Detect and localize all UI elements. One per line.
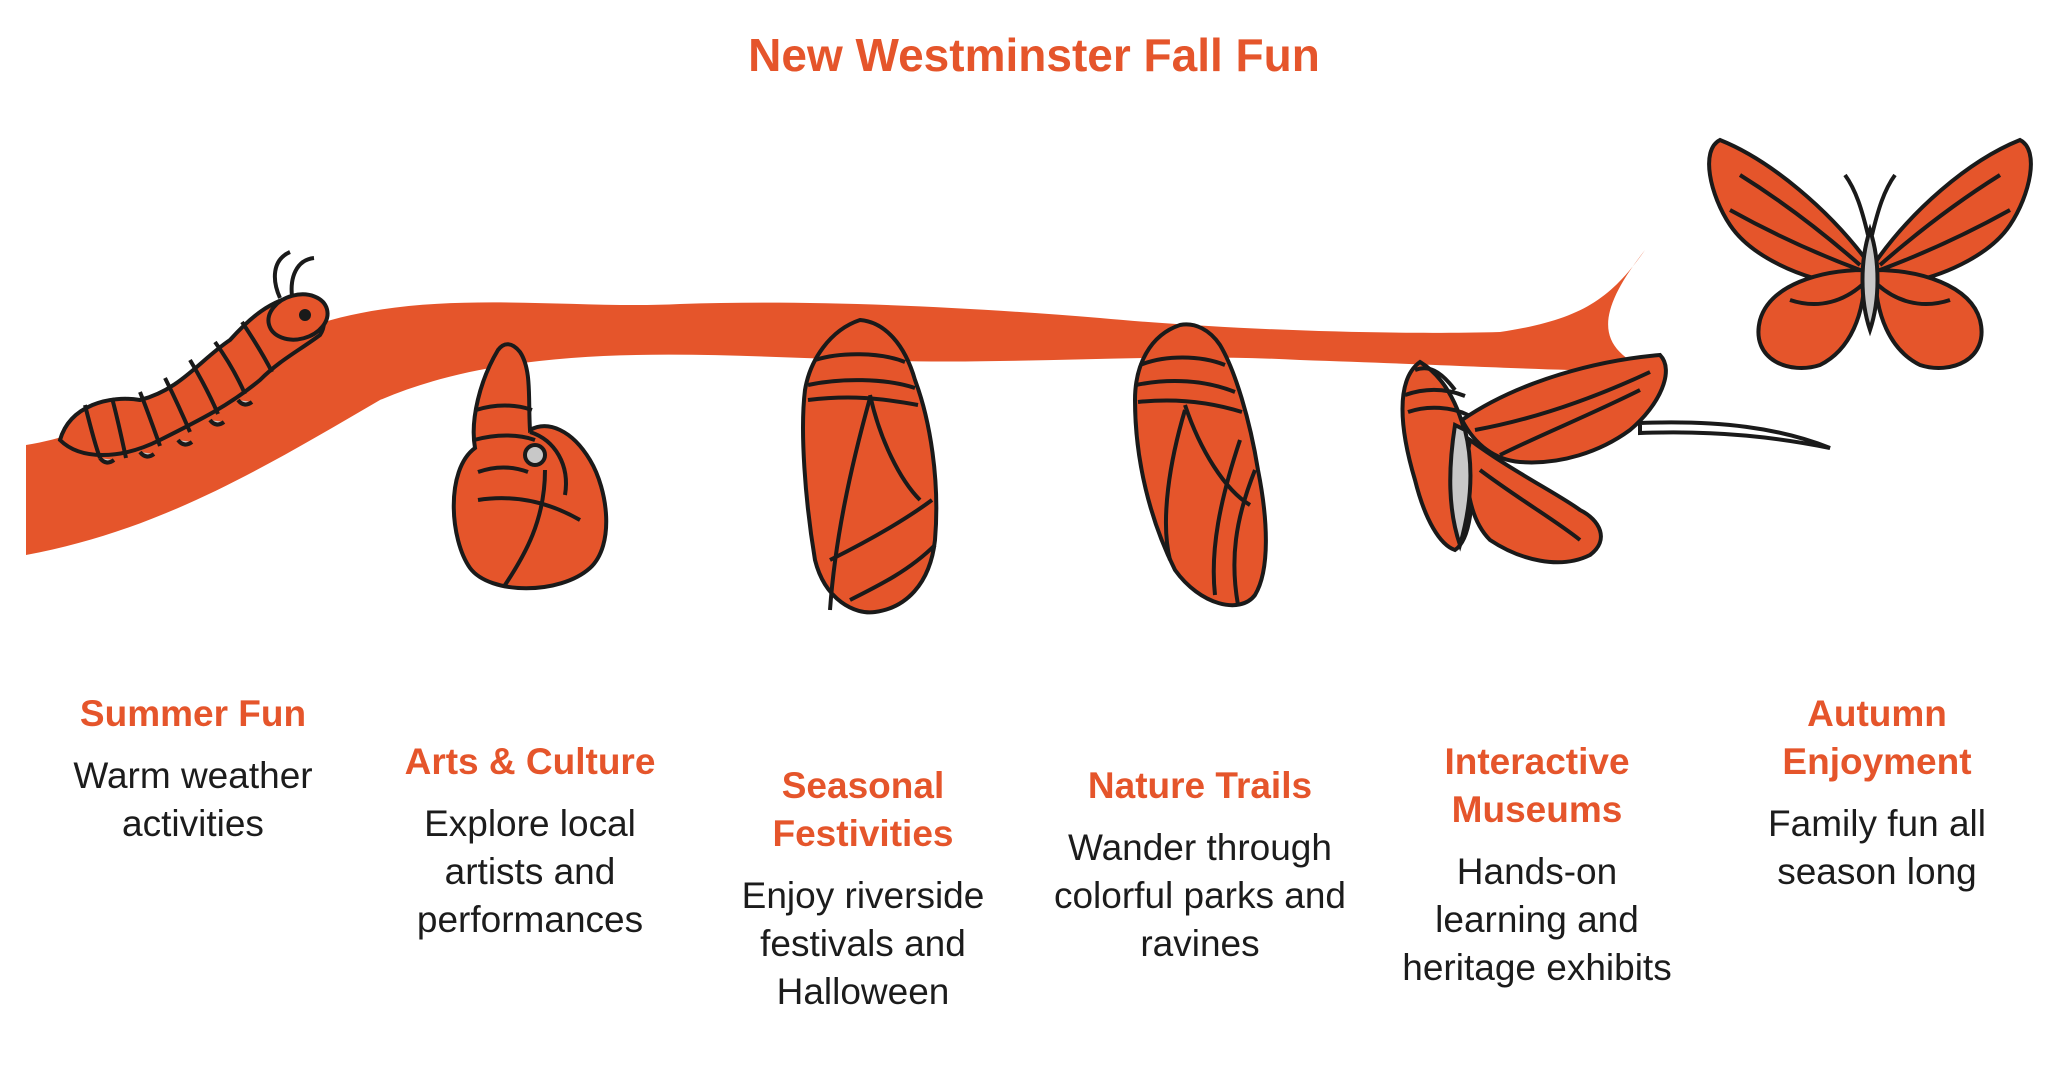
butterfly-icon: [1707, 137, 2033, 370]
stage-description: Explore local artists and performances: [416, 803, 644, 940]
caterpillar-icon: [57, 250, 330, 465]
stage-title: Interactive Museums: [1444, 741, 1630, 830]
stage-description: Warm weather activities: [73, 755, 313, 844]
curled-caterpillar-icon: [451, 342, 609, 591]
stage-description: Family fun all season long: [1768, 803, 1986, 892]
emerging-butterfly-icon: [1400, 352, 1668, 565]
branch-icon: [26, 250, 1831, 555]
stage-summer-fun: Summer Fun Warm weather activities: [43, 690, 343, 848]
stage-description: Hands-on learning and heritage exhibits: [1402, 851, 1672, 988]
stage-title: Summer Fun: [79, 693, 307, 734]
stage-autumn-enjoyment: Autumn Enjoyment Family fun all season l…: [1727, 690, 2027, 896]
stage-title: Autumn Enjoyment: [1782, 693, 1972, 782]
stage-nature-trails: Nature Trails Wander through colorful pa…: [1050, 762, 1350, 968]
chrysalis-icon: [1132, 322, 1268, 608]
stage-title: Arts & Culture: [404, 741, 656, 782]
page-title: New Westminster Fall Fun: [748, 29, 1320, 81]
stage-arts-culture: Arts & Culture Explore local artists and…: [380, 738, 680, 944]
stage-seasonal-festivities: Seasonal Festivities Enjoy riverside fes…: [713, 762, 1013, 1016]
life-cycle-illustration: [26, 137, 2033, 615]
stage-description: Wander through colorful parks and ravine…: [1053, 827, 1347, 964]
stage-description: Enjoy riverside festivals and Halloween: [741, 875, 985, 1012]
chrysalis-icon: [801, 317, 939, 615]
stage-title: Nature Trails: [1087, 765, 1313, 806]
stage-interactive-museums: Interactive Museums Hands-on learning an…: [1387, 738, 1687, 992]
stage-title: Seasonal Festivities: [772, 765, 954, 854]
